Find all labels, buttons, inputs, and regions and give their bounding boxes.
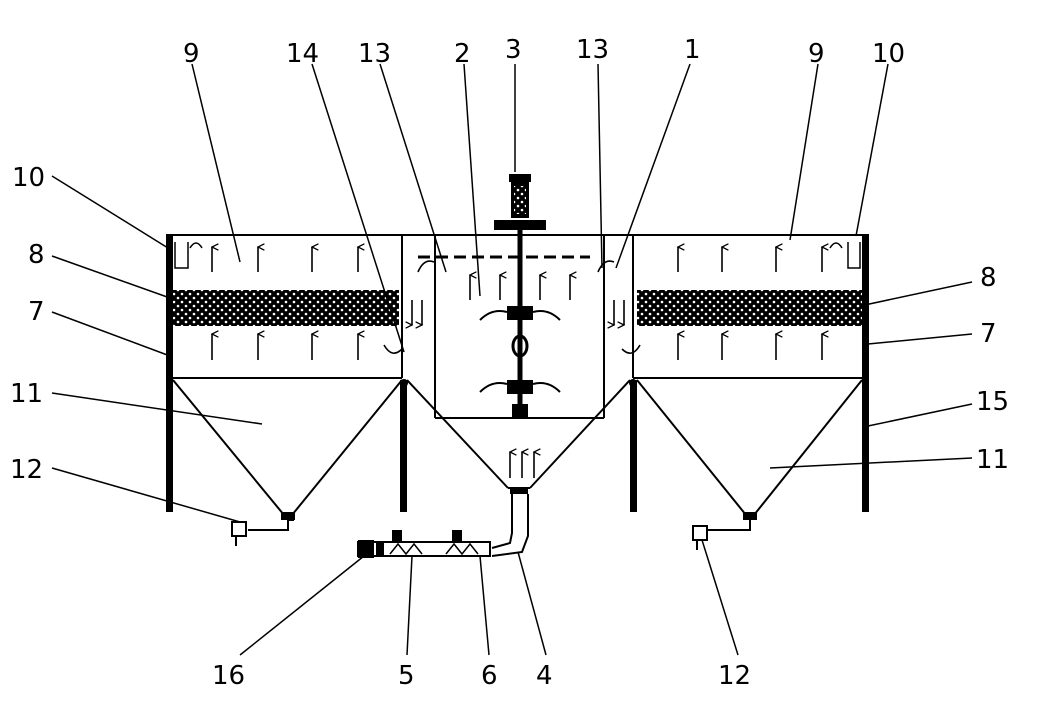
central-hopper [406,379,631,494]
label-8-right: 8 [980,263,997,293]
label-5: 5 [398,661,415,691]
support-leg-left [400,380,407,512]
label-12-bottom: 12 [718,661,751,691]
label-4: 4 [536,661,553,691]
overflow-weir-right [829,242,861,269]
sludge-hopper-right [636,379,863,520]
central-reaction-zone [401,235,634,419]
inlet-pipe [357,494,529,558]
sludge-hopper-left [172,379,403,520]
label-9-left: 9 [183,39,200,69]
label-14: 14 [286,39,319,69]
label-10-left: 10 [12,163,45,193]
label-7-left: 7 [28,297,45,327]
label-16: 16 [212,661,245,691]
drive-motor [494,174,546,230]
label-1: 1 [684,35,701,65]
agitator [479,230,561,418]
filter-media-left [173,290,399,326]
label-13-left: 13 [358,39,391,69]
label-11-right: 11 [976,445,1009,475]
leader-lines [51,63,973,656]
sludge-valve-left [231,519,294,546]
flow-arrows [211,247,822,478]
label-15: 15 [976,387,1009,417]
label-9-right: 9 [808,39,825,69]
label-2: 2 [454,39,471,69]
label-11-left: 11 [10,379,43,409]
sludge-valve-right [692,520,751,550]
static-mixer-2 [445,530,479,556]
label-8-left: 8 [28,240,45,270]
support-leg-right [630,380,637,512]
label-7-right: 7 [980,319,997,349]
static-mixer-1 [389,530,423,556]
label-10-right: 10 [872,39,905,69]
label-3: 3 [505,35,522,65]
overflow-weir-left [174,242,203,269]
label-6: 6 [481,661,498,691]
label-13-right: 13 [576,35,609,65]
label-12-left: 12 [10,455,43,485]
filter-media-right [637,290,862,326]
